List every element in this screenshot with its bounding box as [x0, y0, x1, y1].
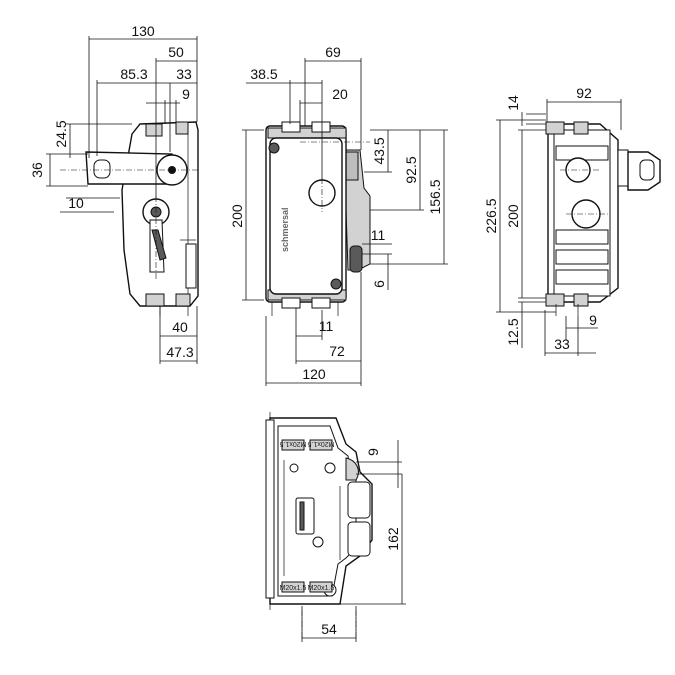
dim-200-front: 200	[229, 204, 245, 228]
dim-12-5: 12.5	[505, 318, 521, 345]
dim-33: 33	[176, 66, 192, 82]
dim-9-open: 9	[365, 448, 381, 456]
dim-54: 54	[321, 621, 337, 637]
dim-120: 120	[302, 366, 326, 382]
dim-36: 36	[29, 162, 45, 178]
dim-50: 50	[168, 44, 184, 60]
side-view-top-lug-2	[175, 121, 189, 135]
conduit-label-top-left: M20x1.5	[279, 440, 306, 447]
side-view-top-lug	[145, 123, 163, 137]
conduit-label-bottom-right: M20x1.5	[308, 585, 335, 592]
dim-40: 40	[172, 319, 188, 335]
dim-20: 20	[332, 86, 348, 102]
dim-11-side: 11	[371, 227, 386, 243]
open-view: M20x1.5 M20x1.5 M20x1.5 M20x1.5	[265, 412, 406, 642]
front-view: schmersal	[242, 58, 448, 386]
conduit-label-top-right: M20x1.5	[307, 440, 334, 447]
rear-view	[496, 99, 661, 356]
side-view-bottom-lug-2	[175, 293, 191, 307]
front-view-cover	[269, 137, 343, 295]
dim-92: 92	[576, 85, 592, 101]
dim-43-5: 43.5	[371, 137, 387, 164]
front-view-screw-bottom	[330, 278, 342, 290]
dim-10: 10	[68, 195, 84, 211]
dim-69: 69	[325, 44, 341, 60]
side-view-bottom-lug	[145, 293, 165, 307]
dim-24-5: 24.5	[53, 120, 69, 147]
dim-6: 6	[371, 280, 387, 288]
open-view-terminal-block	[295, 497, 315, 535]
dim-226-5: 226.5	[483, 198, 499, 233]
dim-47-3: 47.3	[166, 344, 193, 360]
dim-9-rear: 9	[589, 312, 597, 328]
dim-130: 130	[131, 23, 155, 39]
dim-72: 72	[329, 343, 345, 359]
dim-14: 14	[505, 95, 521, 111]
dim-200-rear: 200	[505, 204, 521, 228]
open-view-conduit-bottom-left	[281, 581, 305, 593]
dim-85-3: 85.3	[120, 66, 147, 82]
open-view-conduit-top-left	[281, 439, 305, 451]
conduit-label-bottom-left: M20x1.5	[280, 585, 307, 592]
dim-11-bottom: 11	[319, 318, 334, 334]
dim-162: 162	[385, 527, 401, 551]
front-view-brand-logo: schmersal	[280, 207, 290, 252]
open-view-conduit-top-right	[309, 439, 333, 451]
dim-38-5: 38.5	[250, 66, 277, 82]
side-view	[46, 36, 200, 364]
dim-156-5: 156.5	[427, 179, 443, 214]
open-view-conduit-bottom-right	[309, 581, 333, 593]
dim-9: 9	[182, 86, 190, 102]
front-view-screw-top	[268, 142, 280, 154]
dim-33-rear: 33	[554, 336, 570, 352]
dim-92-5: 92.5	[403, 156, 419, 183]
